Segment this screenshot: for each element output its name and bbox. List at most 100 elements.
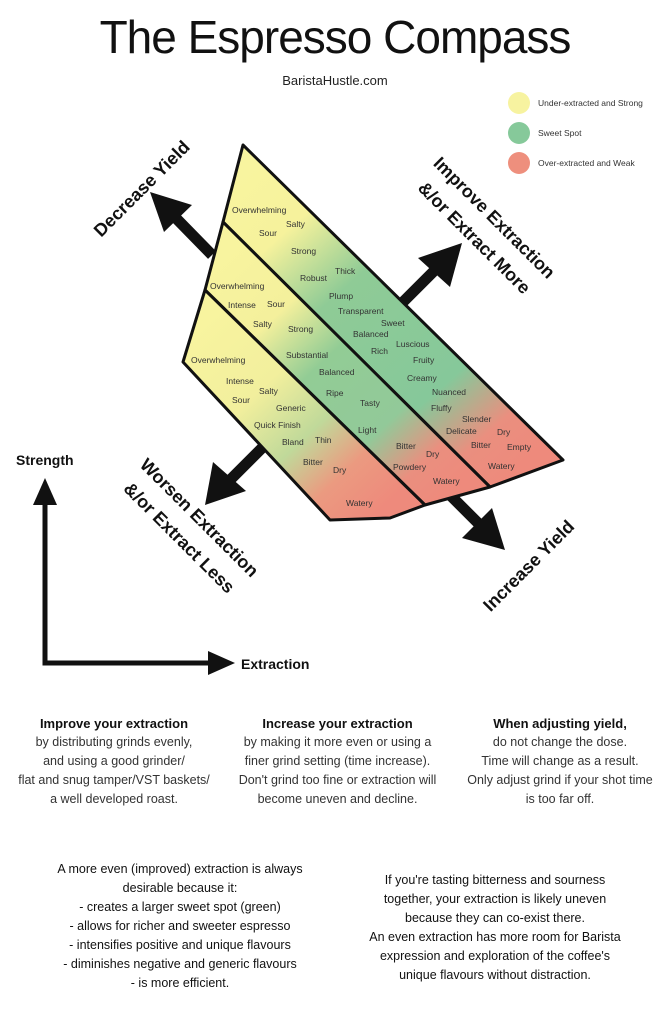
note-line: desirable because it:	[122, 881, 238, 895]
col-line: flat and snug tamper/VST baskets/	[18, 773, 210, 787]
col-line: by making it more even or using a	[243, 735, 432, 749]
arrow-improve-extraction	[396, 243, 462, 309]
axis-label-strength: Strength	[16, 452, 74, 468]
flavour-word: Sour	[267, 299, 285, 309]
flavour-word: Tasty	[360, 398, 381, 408]
flavour-word: Luscious	[396, 339, 430, 349]
note-line: If you're tasting bitterness and sournes…	[384, 873, 606, 887]
flavour-word: Transparent	[338, 306, 384, 316]
note-line: - is more efficient.	[130, 976, 230, 990]
flavour-word: Bitter	[471, 440, 491, 450]
flavour-word: Thin	[315, 435, 332, 445]
flavour-word: Overwhelming	[232, 205, 287, 215]
col-line: Don't grind too fine or extraction will	[238, 773, 437, 787]
legend-swatch-sweet	[508, 122, 530, 144]
page-title: The Espresso Compass	[99, 11, 572, 63]
legend-item-sweet: Sweet Spot	[508, 122, 643, 144]
legend: Under-extracted and Strong Sweet Spot Ov…	[508, 92, 643, 182]
flavour-word: Light	[358, 425, 377, 435]
flavour-word: Overwhelming	[210, 281, 265, 291]
flavour-word: Fluffy	[431, 403, 452, 413]
legend-swatch-over	[508, 152, 530, 174]
flavour-word: Plump	[329, 291, 353, 301]
col-heading: When adjusting yield,	[493, 716, 627, 731]
flavour-word: Nuanced	[432, 387, 466, 397]
col-line: finer grind setting (time increase).	[244, 754, 431, 768]
flavour-word: Balanced	[353, 329, 389, 339]
arrow-increase-yield	[441, 486, 505, 550]
col-improve-extraction: Improve your extraction by distributing …	[5, 714, 223, 809]
col-line: by distributing grinds evenly,	[35, 735, 193, 749]
axis-arrow-right-icon	[208, 651, 235, 675]
col-adjusting-yield: When adjusting yield, do not change the …	[452, 714, 668, 809]
col-line: do not change the dose.	[492, 735, 628, 749]
col-line: Only adjust grind if your shot time	[467, 773, 653, 787]
flavour-word: Bitter	[303, 457, 323, 467]
col-line: and using a good grinder/	[43, 754, 185, 768]
axis-arrow-up-icon	[33, 478, 57, 505]
flavour-word: Strong	[288, 324, 313, 334]
flavour-word: Thick	[335, 266, 356, 276]
flavour-word: Balanced	[319, 367, 355, 377]
legend-label-sweet: Sweet Spot	[538, 128, 582, 138]
note-even-extraction: A more even (improved) extraction is alw…	[30, 860, 330, 993]
flavour-word: Bland	[282, 437, 304, 447]
note-line: because they can co-exist there.	[405, 911, 585, 925]
note-line: A more even (improved) extraction is alw…	[57, 862, 303, 876]
note-bitter-sour: If you're tasting bitterness and sournes…	[340, 871, 650, 985]
axis-label-extraction: Extraction	[241, 656, 309, 672]
flavour-word: Watery	[346, 498, 373, 508]
flavour-word: Generic	[276, 403, 307, 413]
col-heading: Improve your extraction	[39, 716, 189, 731]
flavour-word: Overwhelming	[191, 355, 246, 365]
flavour-word: Quick Finish	[254, 420, 301, 430]
flavour-word: Strong	[291, 246, 316, 256]
flavour-word: Intense	[226, 376, 254, 386]
note-line: - diminishes negative and generic flavou…	[63, 957, 297, 971]
legend-label-under: Under-extracted and Strong	[538, 98, 643, 108]
note-line: - creates a larger sweet spot (green)	[79, 900, 281, 914]
arrow-decrease-yield	[150, 192, 216, 259]
flavour-word: Sour	[259, 228, 277, 238]
arrow-worsen-extraction	[205, 441, 269, 505]
note-line: unique flavours without distraction.	[399, 968, 591, 982]
flavour-word: Watery	[433, 476, 460, 486]
flavour-word: Dry	[426, 449, 440, 459]
band-lower	[181, 288, 427, 522]
col-line: a well developed roast.	[50, 792, 178, 806]
col-line: is too far off.	[525, 792, 595, 806]
note-line: together, your extraction is likely unev…	[383, 892, 607, 906]
flavour-word: Sweet	[381, 318, 405, 328]
col-heading: Increase your extraction	[262, 716, 413, 731]
legend-item-under: Under-extracted and Strong	[508, 92, 643, 114]
legend-swatch-under	[508, 92, 530, 114]
flavour-word: Salty	[286, 219, 306, 229]
page-subtitle: BaristaHustle.com	[282, 73, 388, 88]
flavour-word: Rich	[371, 346, 388, 356]
legend-item-over: Over-extracted and Weak	[508, 152, 643, 174]
flavour-word: Creamy	[407, 373, 438, 383]
flavour-word: Robust	[300, 273, 328, 283]
flavour-word: Empty	[507, 442, 532, 452]
flavour-word: Sour	[232, 395, 250, 405]
col-line: become uneven and decline.	[257, 792, 418, 806]
flavour-word: Powdery	[393, 462, 427, 472]
flavour-word: Dry	[333, 465, 347, 475]
flavour-word: Intense	[228, 300, 256, 310]
flavour-word: Dry	[497, 427, 511, 437]
axes	[33, 478, 235, 675]
col-increase-extraction: Increase your extraction by making it mo…	[225, 714, 450, 809]
flavour-word: Fruity	[413, 355, 435, 365]
flavour-word: Slender	[462, 414, 491, 424]
legend-label-over: Over-extracted and Weak	[538, 158, 635, 168]
flavour-word: Ripe	[326, 388, 344, 398]
flavour-word: Salty	[253, 319, 273, 329]
flavour-word: Salty	[259, 386, 279, 396]
espresso-compass-diagram: Overwhelming Salty Sour Strong Thick Rob…	[16, 137, 578, 675]
flavour-word: Substantial	[286, 350, 328, 360]
flavour-word: Watery	[488, 461, 515, 471]
col-line: Time will change as a result.	[481, 754, 639, 768]
flavour-word: Delicate	[446, 426, 477, 436]
note-line: - allows for richer and sweeter espresso	[69, 919, 291, 933]
note-line: An even extraction has more room for Bar…	[369, 930, 621, 944]
